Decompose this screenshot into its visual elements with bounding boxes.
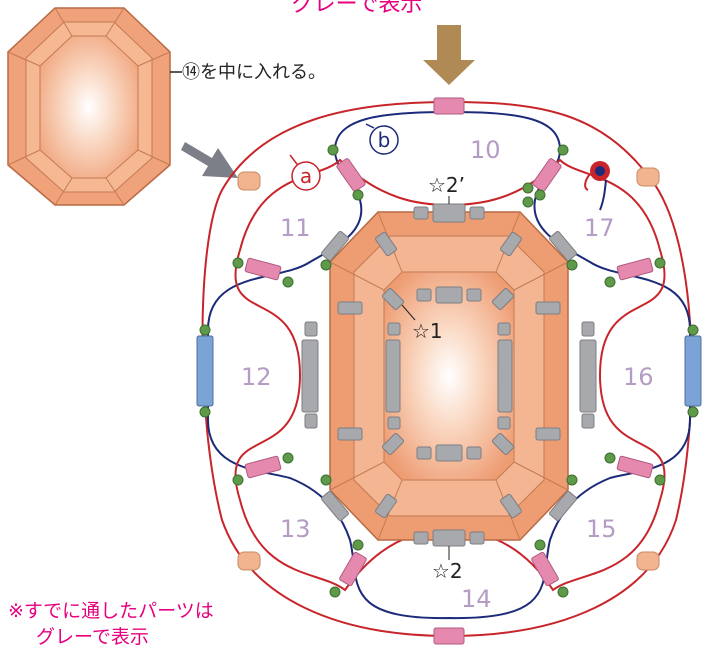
crimp-bead — [584, 161, 610, 211]
wire-label-b: b — [365, 123, 399, 155]
section-numbers: 10 11 12 13 14 15 16 17 — [241, 136, 654, 613]
section-17: 17 — [584, 214, 615, 242]
label-b-text: b — [378, 128, 391, 152]
section-14: 14 — [461, 585, 492, 613]
label-a-text: a — [300, 164, 312, 188]
brown-arrow — [423, 25, 475, 85]
footnote-line-2: グレーで表示 — [36, 626, 149, 648]
section-11: 11 — [280, 214, 311, 242]
main-gem — [329, 211, 569, 541]
peach-beads — [237, 167, 660, 571]
section-10: 10 — [470, 136, 501, 164]
section-12: 12 — [241, 363, 272, 391]
wire-a-inner — [234, 158, 666, 592]
reference-gem — [7, 7, 182, 206]
marker-star1: ☆1 — [412, 319, 443, 343]
gray-beads — [301, 203, 597, 547]
section-15: 15 — [586, 515, 617, 543]
wire-label-a: a — [289, 154, 321, 191]
green-beads — [199, 144, 699, 598]
section-16: 16 — [623, 363, 654, 391]
marker-star2: ☆2 — [432, 559, 463, 583]
footnote-line-1: ※すでに通したパーツは — [8, 600, 214, 622]
instruction-text: ⑭を中に入れる。 — [182, 62, 326, 83]
marker-star2-prime: ☆2’ — [428, 173, 465, 197]
blue-beads — [196, 335, 702, 407]
section-13: 13 — [280, 515, 311, 543]
pink-beads — [244, 97, 654, 645]
top-note: グレーで表示 — [291, 0, 423, 17]
star-markers: ☆2’ ☆1 ☆2 — [412, 173, 465, 583]
gray-arrow — [181, 142, 238, 178]
